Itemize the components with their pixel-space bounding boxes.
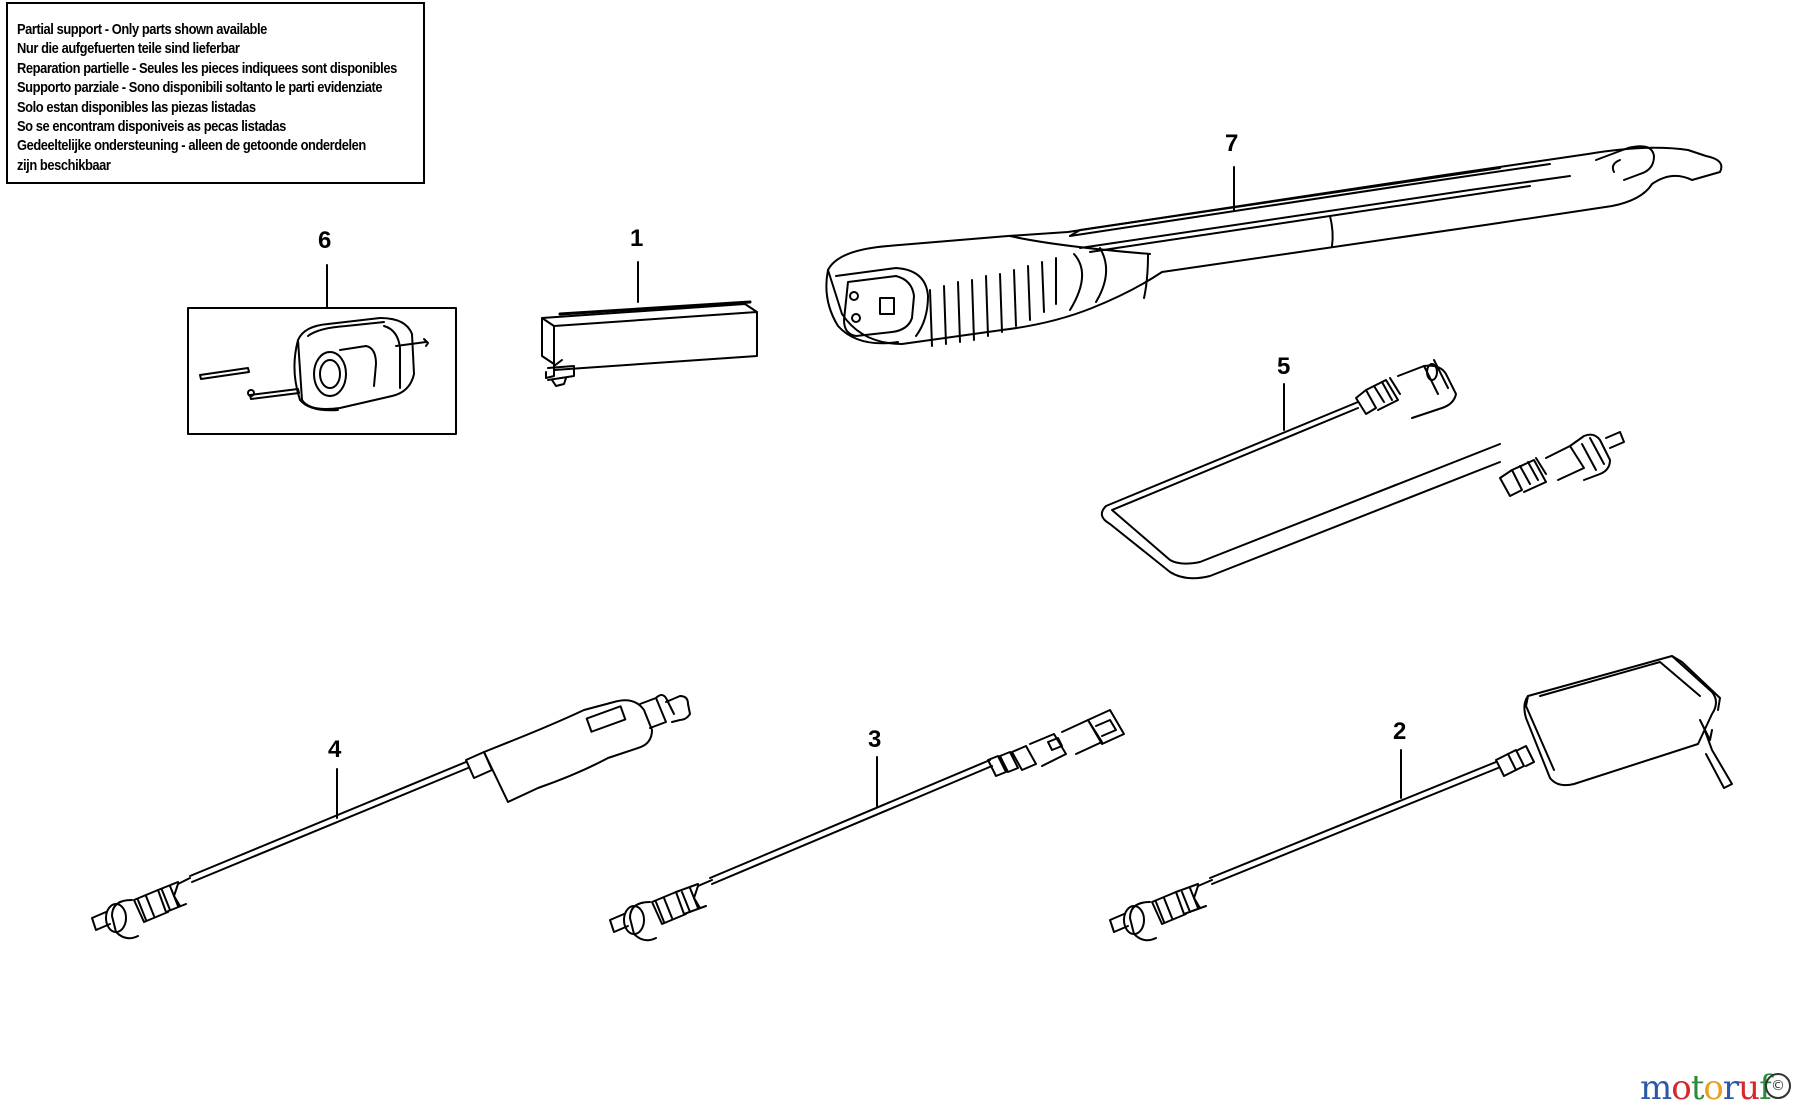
- watermark-letter: o: [1671, 1068, 1692, 1108]
- copyright-icon: ©: [1765, 1073, 1791, 1099]
- watermark-letter: m: [1640, 1068, 1672, 1108]
- watermark-letter: r: [1722, 1068, 1739, 1108]
- callout-6: 6: [318, 227, 332, 254]
- part-6-end-cap: [187, 264, 457, 435]
- notice-line-4: Supporto parziale - Sono disponibili sol…: [17, 79, 383, 97]
- notice-line-6: So se encontram disponiveis as pecas lis…: [17, 118, 286, 136]
- callout-5: 5: [1277, 353, 1291, 380]
- notice-line-7: Gedeeltelijke ondersteuning - alleen de …: [17, 137, 366, 155]
- callout-7: 7: [1225, 130, 1239, 157]
- watermark-logo: motoruf: [1640, 1068, 1772, 1108]
- notice-line-8: zijn beschikbaar: [17, 156, 111, 174]
- part-7-work-light: [825, 145, 1723, 347]
- part-1-battery-pack: [541, 261, 758, 387]
- part-5-connector-cable: [1100, 359, 1625, 580]
- watermark-letter: o: [1703, 1068, 1724, 1108]
- part-4-car-charger: [91, 694, 691, 940]
- watermark-letter: u: [1738, 1068, 1760, 1108]
- callout-3: 3: [868, 726, 882, 753]
- callout-1: 1: [630, 225, 644, 252]
- part-3-usb-cable: [609, 709, 1125, 942]
- notice-line-5: Solo estan disponibles las piezas listad…: [17, 98, 256, 116]
- callout-4: 4: [328, 736, 342, 763]
- callout-2: 2: [1393, 718, 1407, 745]
- notice-line-2: Nur die aufgefuerten teile sind lieferba…: [17, 40, 240, 58]
- availability-notice: Partial support - Only parts shown avail…: [6, 2, 425, 184]
- watermark-letter: t: [1690, 1068, 1705, 1108]
- notice-line-1: Partial support - Only parts shown avail…: [17, 21, 267, 38]
- notice-line-3: Reparation partielle - Seules les pieces…: [17, 59, 397, 77]
- part-2-wall-charger: [1109, 655, 1733, 942]
